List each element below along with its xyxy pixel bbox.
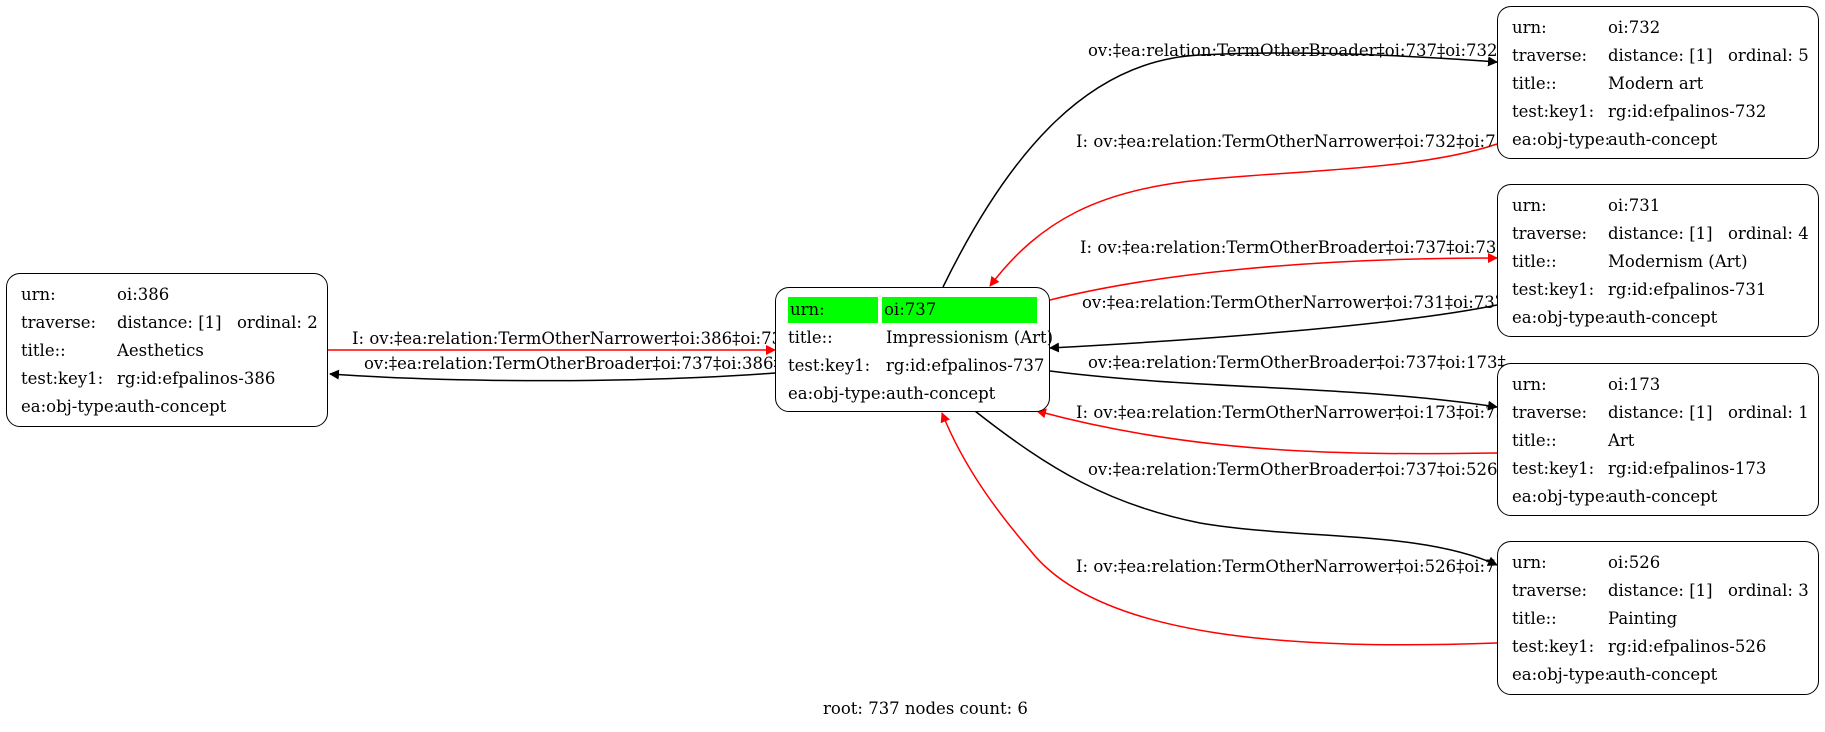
graph-footer: root: 737 nodes count: 6	[823, 699, 1028, 718]
distance-value: distance: [1]	[1608, 46, 1713, 65]
traverse-key: traverse:	[1512, 403, 1588, 422]
testkey-key: test:key1:	[1512, 459, 1595, 478]
ordinal-value: ordinal: 1	[1728, 403, 1809, 422]
title-key: title::	[1512, 609, 1557, 628]
edge-737-732	[942, 52, 1498, 288]
objtype-value: auth-concept	[886, 384, 996, 403]
distance-value: distance: [1]	[117, 313, 222, 332]
edge-label-732-737: I: ov:‡ea:relation:TermOtherNarrower‡oi:…	[1076, 132, 1525, 151]
urn-value-highlighted: oi:737	[882, 297, 1037, 323]
ordinal-value: ordinal: 5	[1728, 46, 1809, 65]
urn-key: urn:	[1512, 553, 1547, 572]
urn-value: oi:386	[117, 285, 170, 304]
edge-label-737-386: ov:‡ea:relation:TermOtherBroader‡oi:737‡…	[364, 354, 782, 373]
testkey-value: rg:id:efpalinos-731	[1608, 280, 1767, 299]
objtype-key: ea:obj-type:	[1512, 665, 1611, 684]
edge-label-526-737: I: ov:‡ea:relation:TermOtherNarrower‡oi:…	[1076, 557, 1525, 576]
urn-key: urn:	[1512, 196, 1547, 215]
testkey-key: test:key1:	[1512, 102, 1595, 121]
edge-732-737	[989, 143, 1498, 287]
ordinal-value: ordinal: 2	[237, 313, 318, 332]
ordinal-value: ordinal: 4	[1728, 224, 1809, 243]
title-value: Painting	[1608, 609, 1678, 628]
traverse-key: traverse:	[1512, 224, 1588, 243]
edge-label-173-737: I: ov:‡ea:relation:TermOtherNarrower‡oi:…	[1076, 403, 1525, 422]
edge-label-737-526: ov:‡ea:relation:TermOtherBroader‡oi:737‡…	[1088, 460, 1506, 479]
traverse-key: traverse:	[21, 313, 97, 332]
testkey-key: test:key1:	[1512, 637, 1595, 656]
title-value: Modernism (Art)	[1608, 252, 1748, 271]
node-oi-731[interactable]: urn: oi:731 traverse: distance: [1] ordinal…	[1497, 184, 1819, 337]
objtype-value: auth-concept	[1608, 665, 1718, 684]
title-key: title::	[1512, 252, 1557, 271]
edge-737-386	[329, 369, 776, 382]
edge-label-737-173: ov:‡ea:relation:TermOtherBroader‡oi:737‡…	[1088, 353, 1506, 372]
objtype-value: auth-concept	[1608, 487, 1718, 506]
urn-key: urn:	[1512, 18, 1547, 37]
edge-173-737	[1036, 408, 1498, 455]
edge-737-173	[1049, 370, 1498, 411]
edge-label-731-737: ov:‡ea:relation:TermOtherNarrower‡oi:731…	[1082, 293, 1514, 312]
node-oi-526[interactable]: urn: oi:526 traverse: distance: [1] ordinal…	[1497, 541, 1819, 695]
title-key: title::	[788, 328, 833, 347]
urn-key-highlighted: urn:	[788, 297, 878, 323]
testkey-key: test:key1:	[1512, 280, 1595, 299]
distance-value: distance: [1]	[1608, 224, 1713, 243]
urn-value: oi:173	[1608, 375, 1661, 394]
title-value: Impressionism (Art)	[886, 328, 1054, 347]
edge-526-737	[940, 412, 1498, 646]
ordinal-value: ordinal: 3	[1728, 581, 1809, 600]
edge-label-386-737: I: ov:‡ea:relation:TermOtherNarrower‡oi:…	[352, 329, 801, 348]
node-oi-737-root[interactable]: urn: oi:737 title::Impressionism (Art) t…	[775, 287, 1054, 412]
distance-value: distance: [1]	[1608, 581, 1713, 600]
edge-label-737-731: I: ov:‡ea:relation:TermOtherBroader‡oi:7…	[1080, 238, 1516, 257]
title-key: title::	[21, 341, 66, 360]
objtype-key: ea:obj-type:	[21, 397, 120, 416]
urn-value: oi:526	[1608, 553, 1661, 572]
traverse-key: traverse:	[1512, 581, 1588, 600]
testkey-value: rg:id:efpalinos-526	[1608, 637, 1767, 656]
testkey-value: rg:id:efpalinos-386	[117, 369, 276, 388]
title-value: Aesthetics	[117, 341, 204, 360]
urn-key: urn:	[21, 285, 56, 304]
title-value: Modern art	[1608, 74, 1704, 93]
objtype-key: ea:obj-type:	[1512, 308, 1611, 327]
urn-value: oi:732	[1608, 18, 1661, 37]
testkey-key: test:key1:	[21, 369, 104, 388]
urn-key: urn:	[1512, 375, 1547, 394]
node-oi-386[interactable]: urn: oi:386 traverse: distance: [1] ordinal…	[6, 273, 328, 427]
testkey-value: rg:id:efpalinos-732	[1608, 102, 1767, 121]
testkey-value: rg:id:efpalinos-173	[1608, 459, 1767, 478]
distance-value: distance: [1]	[1608, 403, 1713, 422]
objtype-key: ea:obj-type:	[1512, 487, 1611, 506]
objtype-value: auth-concept	[1608, 308, 1718, 327]
title-key: title::	[1512, 431, 1557, 450]
urn-value: oi:731	[1608, 196, 1661, 215]
title-key: title::	[1512, 74, 1557, 93]
node-oi-173[interactable]: urn: oi:173 traverse: distance: [1] ordinal…	[1497, 363, 1819, 516]
node-oi-732[interactable]: urn: oi:732 traverse: distance: [1] ordinal…	[1497, 6, 1819, 159]
objtype-value: auth-concept	[1608, 130, 1718, 149]
edge-label-737-732: ov:‡ea:relation:TermOtherBroader‡oi:737‡…	[1088, 41, 1506, 60]
traverse-key: traverse:	[1512, 46, 1588, 65]
objtype-key: ea:obj-type:	[788, 384, 887, 403]
title-value: Art	[1608, 431, 1635, 450]
edge-737-526	[974, 410, 1498, 566]
testkey-value: rg:id:efpalinos-737	[886, 356, 1045, 375]
edge-731-737	[1049, 304, 1498, 353]
objtype-key: ea:obj-type:	[1512, 130, 1611, 149]
edge-737-731	[1049, 253, 1498, 301]
testkey-key: test:key1:	[788, 356, 871, 375]
objtype-value: auth-concept	[117, 397, 227, 416]
